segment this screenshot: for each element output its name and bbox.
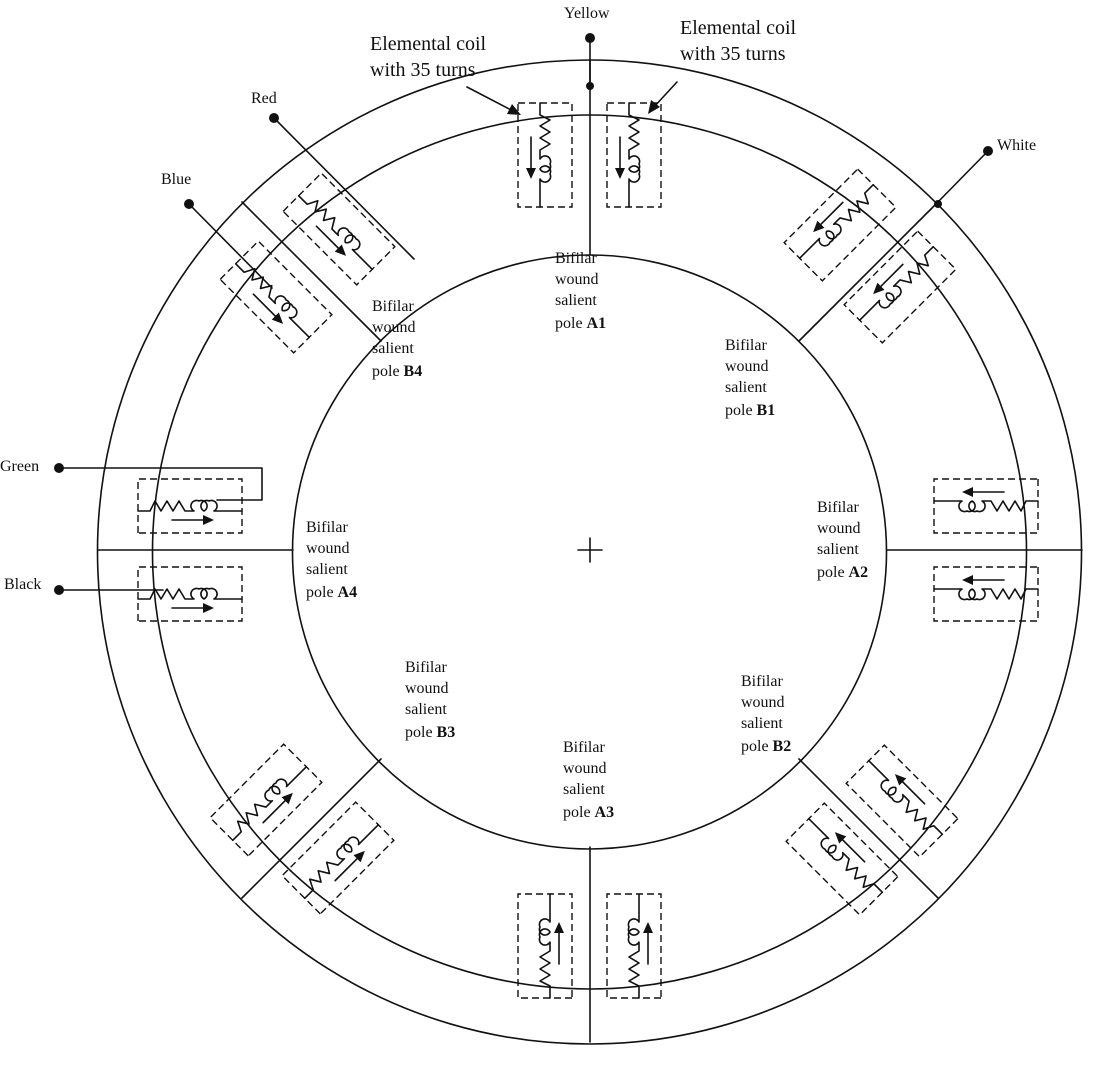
center-mark (577, 537, 603, 563)
terminal-dots (54, 33, 993, 595)
blue-label: Blue (161, 171, 191, 188)
coil-pair-b1 (783, 168, 957, 344)
terminal-leads (58, 37, 989, 591)
pole-label-a4: Bifilar wound salient pole A4 (306, 519, 357, 601)
white-terminal (983, 146, 993, 156)
pole-label-a3: Bifilar wound salient pole A3 (563, 739, 614, 821)
coil-pair-b2 (785, 744, 959, 916)
pole-label-b2: Bifilar wound salient pole B2 (741, 673, 791, 755)
yellow-terminal (585, 33, 595, 43)
red-label: Red (251, 90, 277, 107)
coil-callout-right: Elemental coil with 35 turns (680, 17, 801, 65)
black-label: Black (4, 576, 41, 593)
coil-callout-left: Elemental coil with 35 turns (370, 33, 491, 81)
yellow-label: Yellow (564, 5, 610, 22)
stator-frame (96, 59, 1083, 1045)
blue-terminal (184, 199, 194, 209)
pole-label-a2: Bifilar wound salient pole A2 (817, 499, 868, 581)
pole-label-b3: Bifilar wound salient pole B3 (405, 659, 455, 741)
black-terminal (54, 585, 64, 595)
pole-label-a1: Bifilar wound salient pole A1 (555, 250, 606, 332)
pole-label-b1: Bifilar wound salient pole B1 (725, 337, 775, 419)
green-terminal (54, 463, 64, 473)
red-terminal (269, 113, 279, 123)
white-label: White (997, 137, 1036, 154)
green-label: Green (0, 458, 39, 475)
pole-label-b4: Bifilar wound salient pole B4 (372, 298, 422, 380)
coil-pair-b3 (209, 743, 395, 915)
